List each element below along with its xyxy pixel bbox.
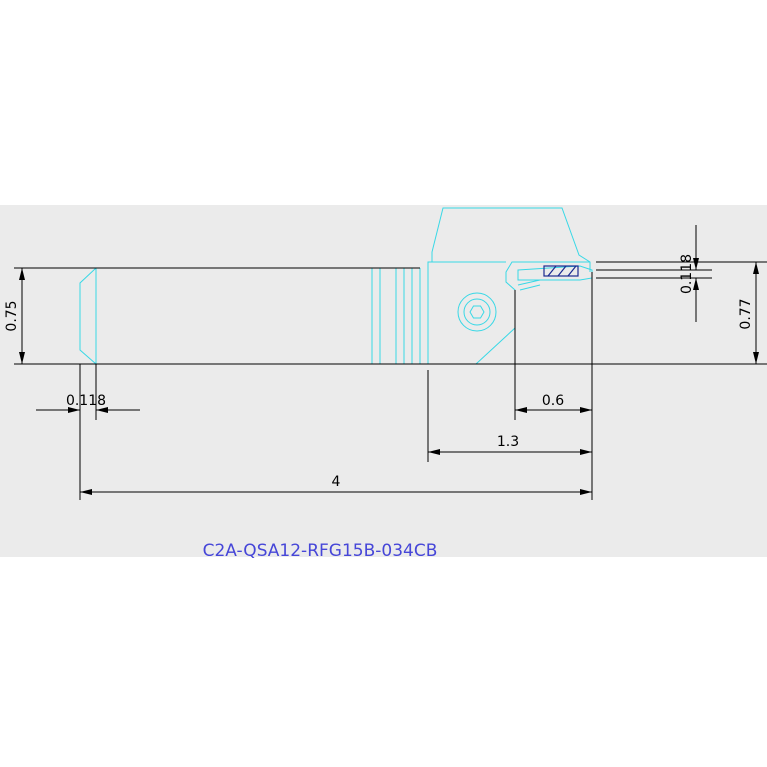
arrow-overall-bottom <box>753 352 759 364</box>
arrow-overall-length-right <box>580 489 592 495</box>
dimension-lines <box>14 225 767 500</box>
head-front-profile <box>475 261 590 365</box>
insert-pocket-slash-2 <box>557 265 567 277</box>
arrow-shank-top <box>19 268 25 280</box>
insert-pocket <box>543 265 579 277</box>
dim-head-offset-label: 0.6 <box>542 393 564 409</box>
dim-insert-width-label: 0.118 <box>679 254 695 294</box>
insert-pocket-slash-3 <box>567 265 577 277</box>
arrow-head-length-left <box>428 449 440 455</box>
arrow-offset-right <box>580 407 592 413</box>
clamp-screw-outer <box>457 292 497 332</box>
dim-shank-height-label: 0.75 <box>4 300 20 331</box>
insert-seat-line-2 <box>519 284 541 291</box>
arrow-insert-top <box>693 258 699 270</box>
clamp-screw-hex <box>469 305 485 319</box>
part-number-title: C2A-QSA12-RFG15B-034CB <box>203 541 438 561</box>
dim-overall-height-label: 0.77 <box>738 298 754 329</box>
arrow-chamfer-right <box>96 407 108 413</box>
insert-pocket-slash-1 <box>547 265 557 277</box>
arrow-shank-bottom <box>19 352 25 364</box>
arrow-insert-bottom <box>693 278 699 290</box>
drawing-band <box>0 205 767 557</box>
arrow-chamfer-left <box>68 407 80 413</box>
arrow-overall-top <box>753 262 759 274</box>
dim-chamfer-label: 0.118 <box>66 393 106 409</box>
arrow-head-length-right <box>580 449 592 455</box>
dimension-arrows <box>19 258 759 495</box>
dim-head-length-label: 1.3 <box>497 434 519 450</box>
insert-detail <box>543 265 579 277</box>
arrow-overall-length-left <box>80 489 92 495</box>
insert-seat-line <box>517 279 541 286</box>
clamp-screw-inner <box>463 298 491 326</box>
arrow-offset-left <box>515 407 527 413</box>
shank-outline <box>79 267 420 365</box>
dim-overall-length-label: 4 <box>332 474 341 490</box>
head-outline <box>427 207 591 364</box>
